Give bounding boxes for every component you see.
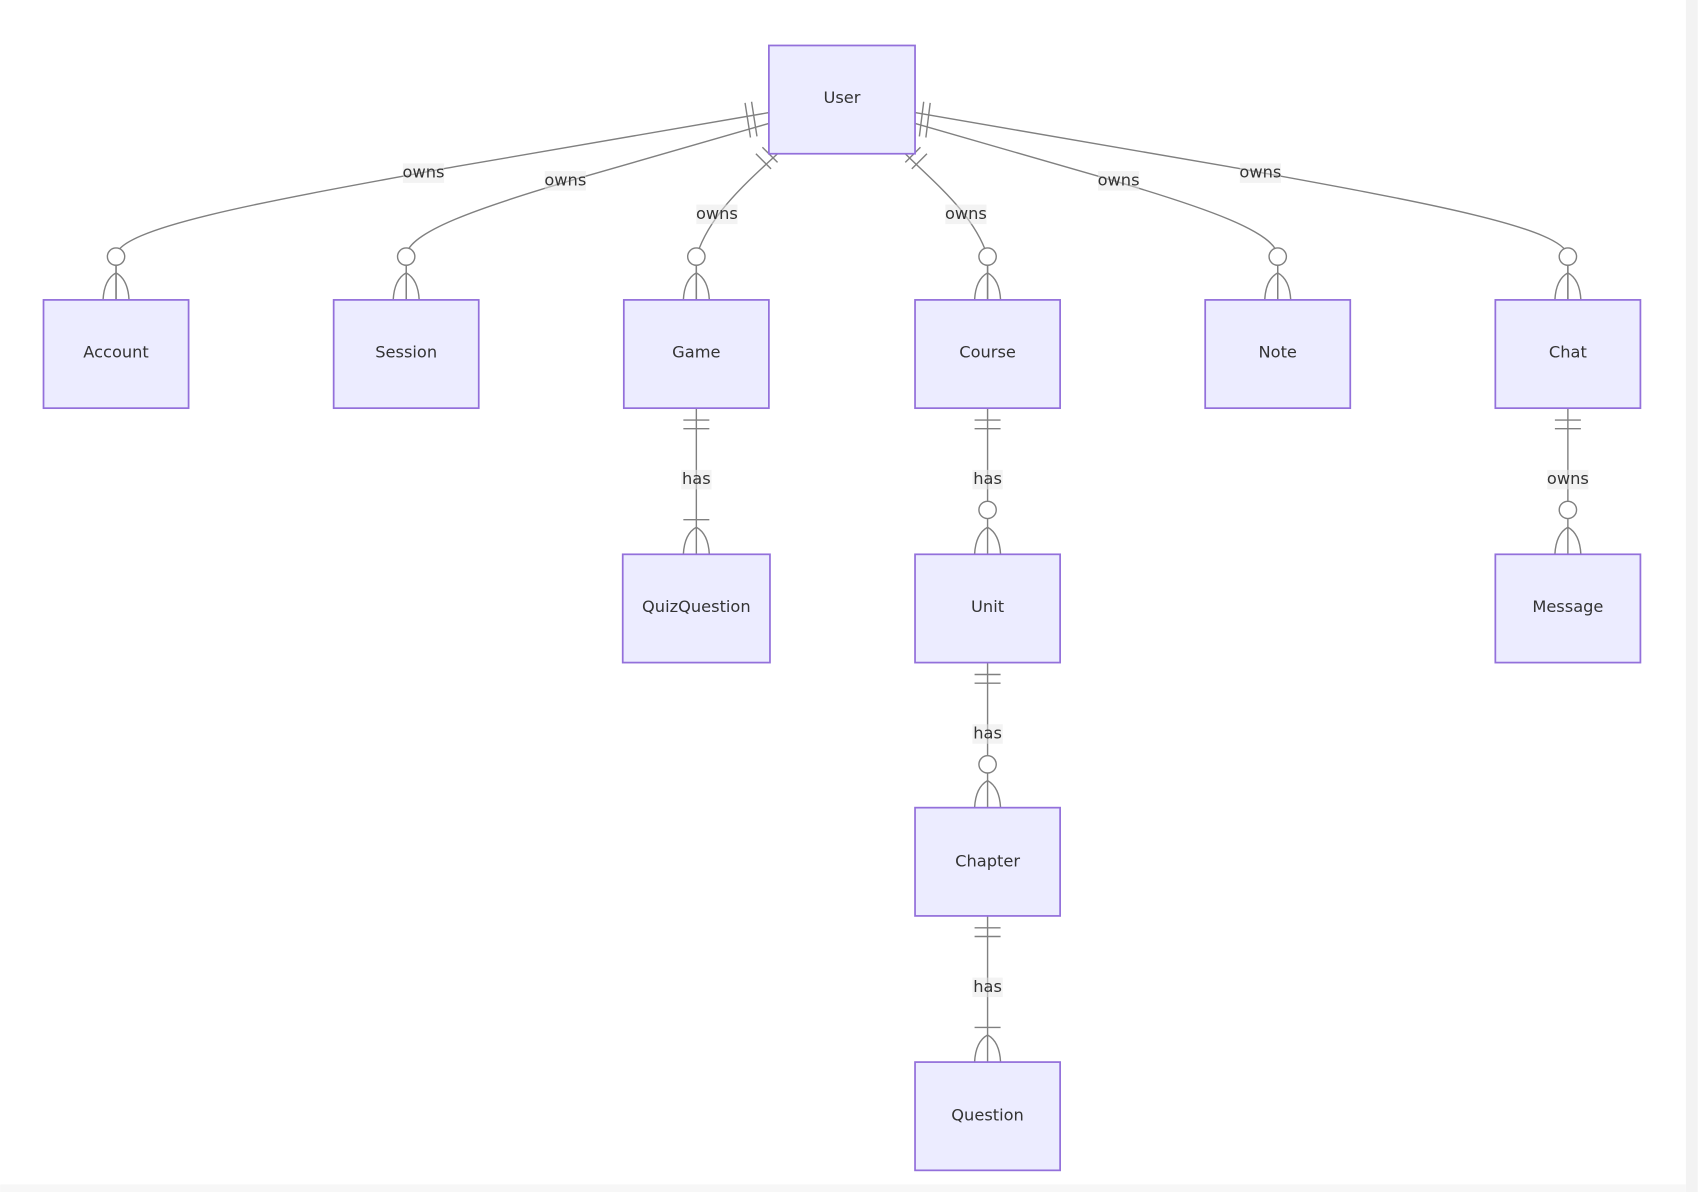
relationship-label: owns [1239, 163, 1281, 182]
entity-message[interactable]: Message [1494, 553, 1642, 664]
relationship-label: has [973, 469, 1002, 488]
entity-name: Course [959, 342, 1016, 361]
entity-name: Question [951, 1106, 1024, 1125]
entity-name: Account [83, 342, 148, 361]
entity-name: User [823, 88, 860, 107]
entity-quizquestion[interactable]: QuizQuestion [621, 553, 771, 664]
entity-game[interactable]: Game [622, 299, 770, 410]
relationship-label: has [973, 724, 1002, 743]
relationship-labels: owns owns owns owns owns owns has has ha… [403, 163, 1589, 998]
many-markers [102, 247, 1582, 1063]
zero-or-many-marker [973, 247, 1002, 300]
edges [115, 111, 1569, 1063]
relationship-label: owns [696, 204, 738, 223]
relationship-label: owns [403, 163, 445, 182]
one-or-many-marker [682, 518, 711, 555]
relationship-label: has [973, 977, 1002, 996]
relationship-label: owns [544, 170, 586, 189]
entity-note[interactable]: Note [1204, 299, 1352, 410]
entity-session[interactable]: Session [332, 299, 480, 410]
one-or-many-marker [973, 1026, 1002, 1063]
zero-or-many-marker [392, 247, 420, 300]
zero-or-many-marker [682, 247, 711, 300]
edge-user-course [904, 153, 989, 300]
edge-user-game [695, 153, 779, 300]
entity-question[interactable]: Question [914, 1061, 1061, 1172]
entity-unit[interactable]: Unit [914, 553, 1061, 664]
entity-name: Unit [971, 597, 1004, 616]
zero-or-many-marker [1554, 247, 1582, 300]
relationship-label: owns [945, 204, 987, 223]
relationship-label: owns [1547, 469, 1589, 488]
relationship-label: owns [1098, 170, 1140, 189]
entity-chat[interactable]: Chat [1494, 299, 1642, 410]
entity-name: Message [1532, 597, 1603, 616]
entity-chapter[interactable]: Chapter [914, 806, 1061, 917]
zero-or-many-marker [973, 754, 1002, 808]
edge-user-account [115, 111, 770, 300]
entity-name: Session [375, 342, 437, 361]
entity-name: Game [672, 342, 720, 361]
entity-name: Note [1259, 342, 1297, 361]
entity-name: Chat [1549, 342, 1587, 361]
right-edge-strip [1685, 0, 1698, 1192]
zero-or-many-marker [1554, 500, 1582, 555]
zero-or-many-marker [973, 500, 1002, 555]
entity-user[interactable]: User [768, 44, 916, 155]
entity-name: Chapter [955, 851, 1020, 870]
entity-name: QuizQuestion [642, 597, 751, 616]
entity-course[interactable]: Course [914, 299, 1061, 410]
bottom-edge-strip [0, 1184, 1686, 1192]
exactly-one-markers [683, 101, 1581, 938]
edge-user-chat [914, 111, 1569, 300]
zero-or-many-marker [102, 247, 130, 300]
zero-or-many-marker [1264, 247, 1292, 300]
relationship-label: has [682, 469, 711, 488]
entity-account[interactable]: Account [42, 299, 190, 410]
